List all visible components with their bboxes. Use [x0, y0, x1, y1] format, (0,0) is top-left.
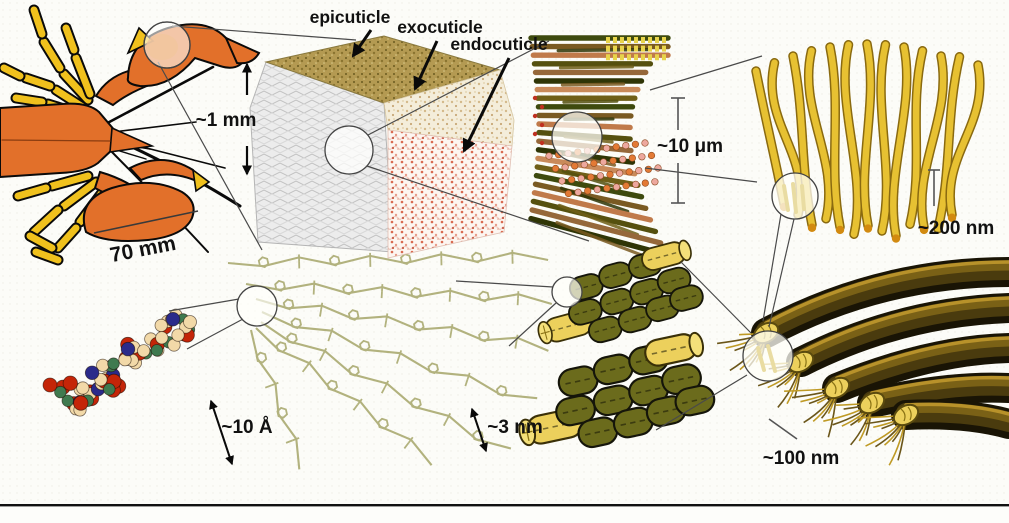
layer-label-arrows	[351, 29, 511, 153]
magnifier-circle-lobster	[143, 21, 191, 69]
label-exocuticle: exocuticle	[397, 17, 483, 37]
dimension-3nm-arrow	[470, 407, 488, 453]
nanofibril-cluster-top	[537, 239, 704, 345]
label-endocuticle: endocuticle	[450, 34, 548, 54]
scale-label-fiber-bundle: ~100 nm	[763, 448, 840, 469]
lobster-rostrum	[109, 126, 155, 153]
lobster-claw-upper-tip	[224, 36, 261, 65]
lobster-claw-lower	[82, 181, 195, 242]
scale-label-cuticle: ~1 mm	[196, 110, 257, 131]
magnifier-circles	[143, 21, 819, 382]
lobster-body-group	[0, 23, 261, 242]
fiber-bundle	[716, 257, 1009, 466]
dimension-10a-arrow	[209, 399, 234, 466]
endocuticle-arrow	[462, 57, 511, 153]
magnifier-circle-chains	[236, 285, 278, 327]
scale-label-bouligand: ~10 μm	[657, 136, 723, 157]
chitin-chain-fan	[227, 249, 553, 470]
cuticle-block	[249, 35, 515, 259]
exocuticle-arrow	[413, 40, 439, 91]
magnifier-circle-bouligand	[551, 111, 603, 163]
nanofibril-cluster-bottom	[518, 331, 716, 449]
scale-bars	[671, 97, 940, 440]
magnifier-circle-bundle	[742, 330, 794, 382]
lobster-claw-lower-tip	[191, 168, 211, 193]
scale-label-molecule: ~10 Å	[221, 417, 273, 438]
dimension-arrows	[209, 399, 488, 466]
scale-label-nanofibrils: ~3 nm	[487, 417, 542, 438]
epicuticle-arrow	[351, 29, 373, 58]
text-labels: epicuticle exocuticle endocuticle ~1 mm …	[196, 7, 995, 469]
connector-lines	[157, 25, 795, 431]
molecule-model	[42, 308, 197, 417]
label-epicuticle: epicuticle	[310, 7, 391, 27]
bottom-rule	[0, 504, 1009, 507]
lobster-illustration	[0, 4, 261, 266]
magnifier-circle-cuticle	[324, 125, 374, 175]
magnifier-circle-fibrils	[551, 276, 583, 308]
scale-label-fiber-network: ~200 nm	[918, 218, 995, 239]
